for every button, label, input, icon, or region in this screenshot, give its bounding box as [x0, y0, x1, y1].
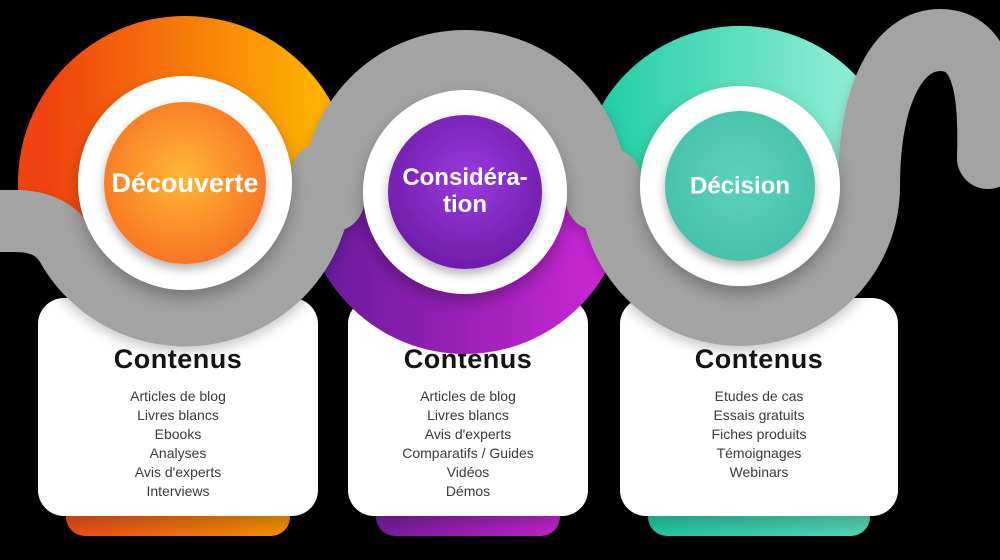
stage-label-discovery: Découverte	[111, 167, 259, 198]
stage-label-consideration: Considéra- tion	[402, 164, 528, 218]
content-item: Livres blancs	[137, 407, 219, 423]
content-list-discovery: Articles de blog Livres blancs Ebooks An…	[38, 387, 318, 501]
content-item: Vidéos	[446, 464, 490, 480]
decision-arc	[580, 25, 900, 241]
content-item: Analyses	[149, 445, 207, 461]
stage-card-consideration: Contenus Articles de blog Livres blancs …	[348, 298, 588, 536]
content-item: Essais gratuits	[713, 407, 805, 423]
content-item: Webinars	[729, 464, 789, 480]
stage-card-decision: Contenus Etudes de cas Essais gratuits F…	[620, 298, 898, 536]
contents-heading: Contenus	[403, 344, 533, 374]
content-item: Témoignages	[716, 445, 802, 461]
content-list-consideration: Articles de blog Livres blancs Avis d'ex…	[348, 387, 588, 501]
discovery-circle	[104, 102, 266, 264]
decision-circle	[665, 111, 815, 261]
consideration-card-body: Contenus Articles de blog Livres blancs …	[348, 298, 588, 516]
stage-label-decision: Décision	[689, 172, 791, 200]
contents-heading: Contenus	[113, 344, 243, 374]
journey-path-ribbon	[0, 9, 1000, 347]
content-item: Avis d'experts	[134, 464, 222, 480]
consideration-white-ring	[363, 90, 567, 294]
discovery-arc	[18, 16, 352, 241]
content-item: Livres blancs	[427, 407, 509, 423]
content-item: Articles de blog	[420, 388, 516, 404]
discovery-white-ring	[78, 76, 292, 290]
content-item: Etudes de cas	[714, 388, 804, 404]
discovery-card-body: Contenus Articles de blog Livres blancs …	[38, 298, 318, 516]
stage-card-discovery: Contenus Articles de blog Livres blancs …	[38, 298, 318, 536]
content-item: Interviews	[146, 483, 210, 499]
content-item: Ebooks	[154, 426, 202, 442]
content-item: Démos	[445, 483, 491, 499]
content-item: Comparatifs / Guides	[402, 445, 534, 461]
content-item: Articles de blog	[130, 388, 226, 404]
content-list-decision: Etudes de cas Essais gratuits Fiches pro…	[620, 387, 898, 482]
decision-card-body: Contenus Etudes de cas Essais gratuits F…	[620, 298, 898, 516]
content-item: Fiches produits	[711, 426, 807, 442]
contents-heading: Contenus	[694, 344, 824, 374]
content-item: Avis d'experts	[424, 426, 512, 442]
consideration-circle	[388, 115, 542, 269]
decision-white-ring	[640, 86, 840, 286]
